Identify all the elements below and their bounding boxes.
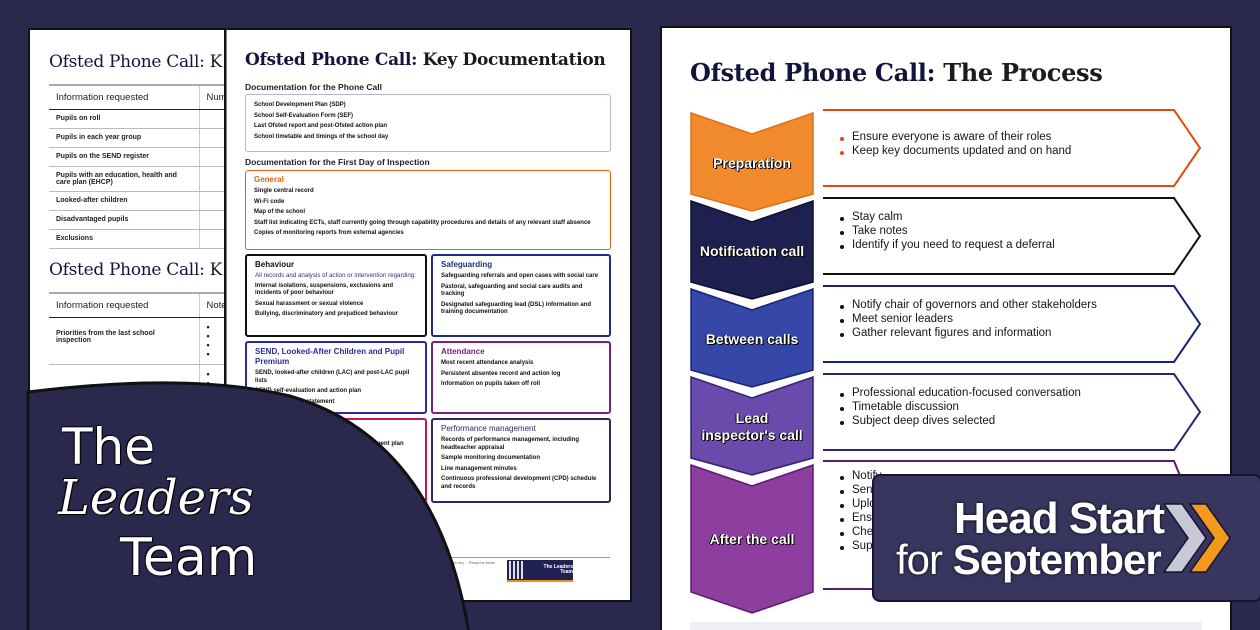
badge-line2: for September bbox=[896, 536, 1162, 583]
attendance-box: Attendance Most recent attendance analys… bbox=[431, 341, 611, 414]
double-chevron-right-icon bbox=[1162, 503, 1231, 573]
performance-box: Performance management Records of perfor… bbox=[431, 418, 611, 503]
lead-inspector-bullets: Professional education-focused conversat… bbox=[840, 385, 1081, 429]
chevron-down-icon bbox=[690, 463, 814, 614]
head-start-badge: Head Start for September bbox=[872, 474, 1260, 602]
panel-lead-inspector-call: Professional education-focused conversat… bbox=[822, 373, 1202, 451]
step-notification-call: Notification call bbox=[690, 199, 814, 300]
chevron-down-icon bbox=[690, 111, 814, 212]
col-header: Information requested bbox=[49, 84, 199, 110]
leadership-box: ...es and development plan ...l governor… bbox=[245, 418, 427, 503]
chevron-down-icon bbox=[690, 199, 814, 300]
safeguarding-box: Safeguarding Safeguarding referrals and … bbox=[431, 254, 611, 337]
step-between-calls: Between calls bbox=[690, 287, 814, 388]
footer-divider bbox=[345, 557, 610, 558]
chevron-down-icon bbox=[690, 287, 814, 388]
first-day-heading: Documentation for the First Day of Inspe… bbox=[245, 157, 430, 167]
send-box: SEND, Looked-After Children and Pupil Pr… bbox=[245, 341, 427, 414]
process-title: Ofsted Phone Call: The Process bbox=[690, 58, 1103, 87]
footer-logo: The Leaders Team bbox=[507, 560, 573, 582]
phone-call-heading: Documentation for the Phone Call bbox=[245, 82, 382, 92]
chevron-down-icon bbox=[690, 375, 814, 476]
brand-team: Team bbox=[120, 528, 258, 588]
badge-line1: Head Start bbox=[954, 494, 1165, 543]
behaviour-box: Behaviour All records and analysis of ac… bbox=[245, 254, 427, 337]
notification-bullets: Stay calm Take notes Identify if you nee… bbox=[840, 209, 1055, 253]
page-key-documentation: Ofsted Phone Call: Key Documentation Doc… bbox=[226, 30, 630, 600]
brand-leaders: Leaders bbox=[58, 470, 254, 526]
panel-between-calls: Notify chair of governors and other stak… bbox=[822, 285, 1202, 363]
back-page-title-1: Ofsted Phone Call: K bbox=[49, 52, 223, 72]
back-page-title-2: Ofsted Phone Call: K bbox=[49, 260, 223, 280]
step-preparation: Preparation bbox=[690, 111, 814, 212]
bottom-note-bar bbox=[690, 622, 1202, 630]
preparation-bullets: Ensure everyone is aware of their roles … bbox=[840, 129, 1071, 159]
brand-the: The bbox=[62, 418, 155, 476]
step-after-the-call: After the call bbox=[690, 463, 814, 614]
footer-disclaimer: ...at the needs of different children. T… bbox=[345, 561, 495, 570]
table-row: Pupils on roll bbox=[49, 109, 290, 129]
qr-code-icon bbox=[509, 561, 526, 579]
general-box: General Single central record Wi-Fi code… bbox=[245, 170, 611, 250]
panel-notification-call: Stay calm Take notes Identify if you nee… bbox=[822, 197, 1202, 275]
col-header: Information requested bbox=[49, 292, 199, 318]
key-documentation-title: Ofsted Phone Call: Key Documentation bbox=[245, 50, 606, 70]
step-lead-inspector-call: Lead inspector's call bbox=[690, 375, 814, 476]
between-calls-bullets: Notify chair of governors and other stak… bbox=[840, 297, 1097, 341]
panel-preparation: Ensure everyone is aware of their roles … bbox=[822, 109, 1202, 187]
phone-call-docs-box: School Development Plan (SDP) School Sel… bbox=[245, 94, 611, 152]
